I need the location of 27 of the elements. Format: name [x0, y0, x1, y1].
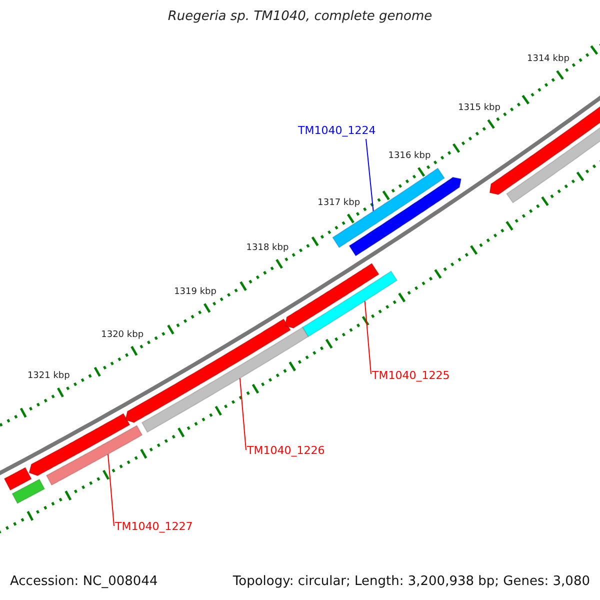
accession-text: Accession: NC_008044: [10, 574, 158, 589]
gene-bar: [28, 412, 130, 476]
genome-info-text: Topology: circular; Length: 3,200,938 bp; Genes: 3,080: [232, 574, 590, 589]
leader-line: [364, 300, 372, 374]
leader-line: [366, 138, 374, 212]
tick-label: 1320 kbp: [101, 330, 144, 340]
gene-bar: [4, 466, 32, 491]
leader-line: [239, 378, 246, 450]
tick-label: 1319 kbp: [174, 287, 216, 297]
gene-bar: [302, 270, 398, 338]
gene-label: TM1040_1226: [247, 444, 325, 457]
gene-label: TM1040_1225: [372, 369, 450, 382]
tick-label: 1316 kbp: [388, 150, 431, 161]
tick-label: 1321 kbp: [27, 371, 70, 382]
tick-label: 1317 kbp: [318, 198, 360, 208]
gene-bar: [46, 424, 143, 486]
leader-line: [108, 454, 114, 526]
gene-label: TM1040_1227: [115, 520, 193, 533]
tick-label: 1318 kbp: [246, 242, 289, 253]
gene-bar: [284, 262, 380, 329]
tick-label: 1314 kbp: [527, 54, 570, 64]
gene-bar: [124, 318, 292, 424]
tick-label: 1315 kbp: [458, 103, 500, 114]
gene-bar: [141, 326, 310, 433]
gene-label: TM1040_1224: [298, 124, 376, 137]
gene-bar: [12, 478, 46, 504]
title: Ruegeria sp. TM1040, complete genome: [166, 9, 434, 24]
